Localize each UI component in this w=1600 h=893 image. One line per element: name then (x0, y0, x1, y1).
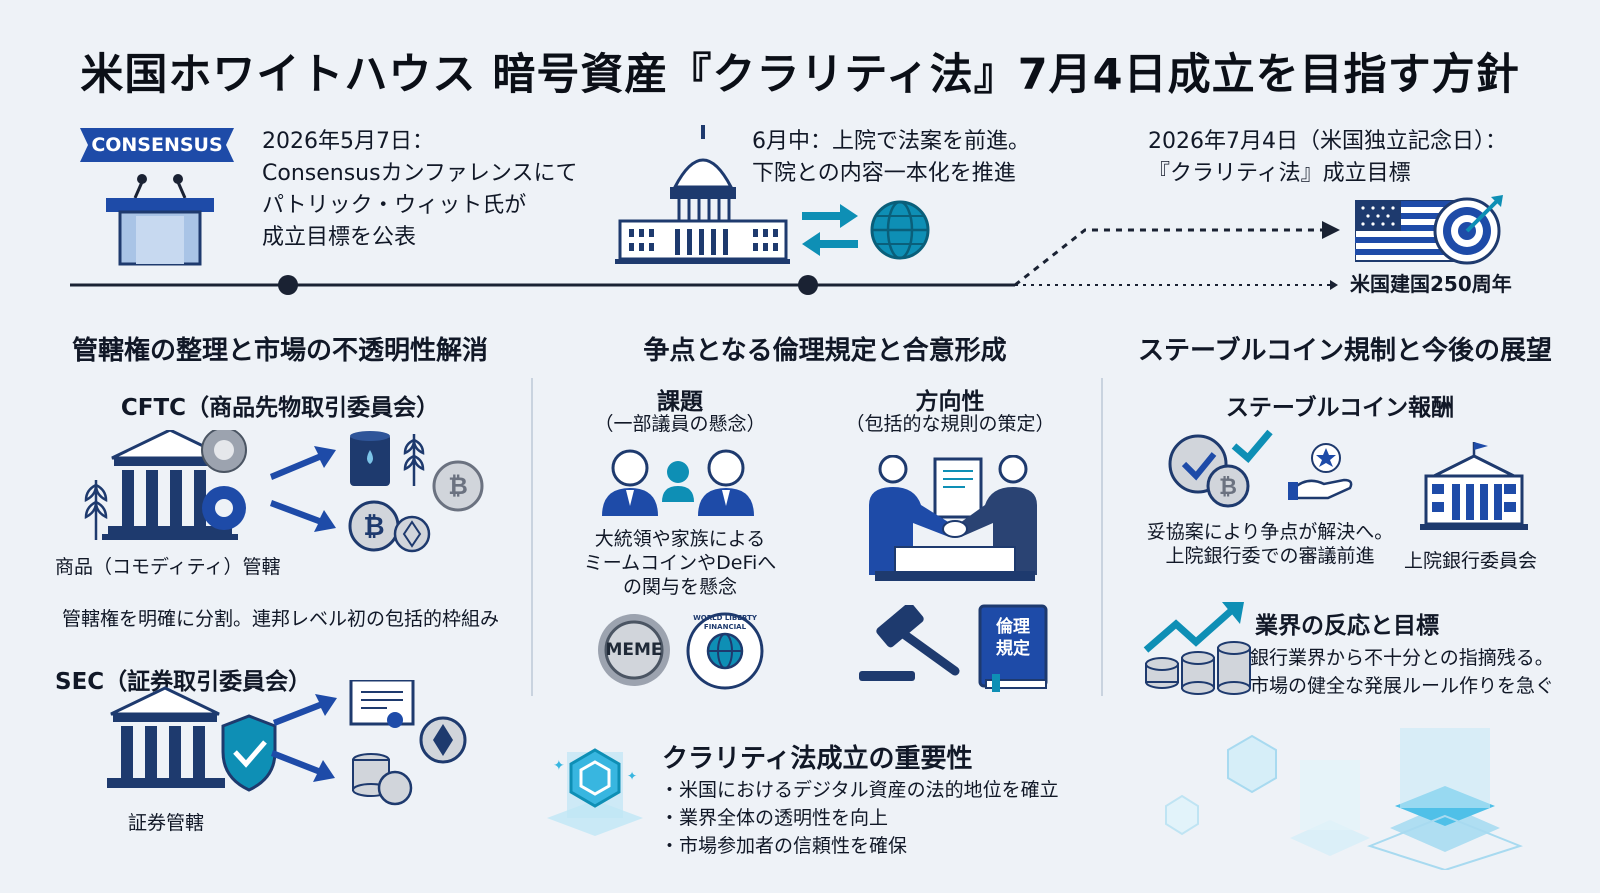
sec-caption: 証券管轄 (128, 812, 205, 834)
industry-line: 銀行業界から不十分との指摘残る。 (1250, 647, 1554, 669)
arrow-icon (271, 694, 337, 782)
split-note: 管轄権を明確に分割。連邦レベル初の包括的枠組み (62, 608, 500, 630)
middle-section-title: 争点となる倫理規定と合意形成 (643, 336, 1007, 366)
page-title: 米国ホワイトハウス 暗号資産『クラリティ法』7月4日成立を目指す方針 (80, 50, 1520, 100)
ethereum-coin-icon (419, 716, 467, 764)
sec-illustration (107, 680, 467, 806)
ethics-book-line: 倫理 (996, 617, 1030, 637)
world-liberty-label: WORLD LIBERTY FINANCIAL (693, 614, 757, 631)
hexagon-chip-icon: ✦ ✦ (547, 748, 643, 836)
podium-icon (106, 174, 214, 266)
capitol-icon (615, 125, 790, 264)
anniversary-label: 米国建国250周年 (1350, 272, 1512, 296)
bank-building-icon (102, 430, 238, 540)
world-liberty-coin-icon: WORLD LIBERTY FINANCIAL (686, 612, 764, 690)
timeline-event-2: 6月中：上院で法案を前進。 下院との内容一本化を推進 (752, 126, 1030, 190)
reward-line: 上院銀行委での審議前進 (1165, 545, 1375, 567)
ethics-book-icon: 倫理 規定 (978, 604, 1050, 692)
issue-description: 大統領や家族による ミームコインやDeFiへ の関与を懸念 (570, 527, 790, 599)
senate-building-icon (1420, 442, 1528, 530)
issue-line: の関与を懸念 (622, 576, 737, 598)
wheat-icon (84, 480, 108, 540)
growth-chart-icon (1143, 602, 1251, 695)
consensus-badge: CONSENSUS (80, 128, 234, 162)
oil-barrel-icon (350, 431, 390, 486)
divider-left (531, 378, 533, 696)
timeline-event-3: 2026年7月4日（米国独立記念日）： 『クラリティ法』成立目標 (1148, 126, 1507, 190)
left-section-title: 管轄権の整理と市場の不透明性解消 (71, 336, 488, 366)
direction-title: 方向性 (915, 389, 985, 415)
coin-stack-icon (352, 753, 413, 806)
issue-line: ミームコインやDeFiへ (583, 552, 777, 574)
shield-check-icon (221, 714, 277, 792)
svg-text:✦: ✦ (627, 769, 637, 783)
wheat-icon (403, 434, 425, 486)
importance-title: クラリティ法成立の重要性 (662, 744, 973, 774)
industry-title: 業界の反応と目標 (1255, 613, 1439, 639)
timeline-event-1: 2026年5月7日： Consensusカンファレンスにて パトリック・ウィット… (262, 126, 577, 254)
svg-text:₿: ₿ (363, 512, 384, 542)
timeline-arrowhead (1322, 221, 1340, 239)
gavel-icon (859, 605, 960, 681)
meme-coin-label: MEME (605, 640, 663, 660)
bitcoin-coin-icon: ₿ (348, 500, 400, 552)
arrow-icon (270, 446, 336, 532)
stablecoin-reward-icon: ₿ (1168, 429, 1353, 508)
event2-line: 6月中：上院で法案を前進。 (752, 129, 1030, 154)
importance-bullets: ・米国におけるデジタル資産の法的地位を確立 ・業界全体の透明性を向上 ・市場参加… (660, 776, 1059, 860)
event1-line: Consensusカンファレンスにて (262, 161, 578, 186)
bitcoin-coin-icon: ₿ (432, 460, 484, 512)
event1-line: 成立目標を公表 (262, 225, 417, 250)
gear-icon (201, 430, 247, 530)
industry-description: 銀行業界から不十分との指摘残る。 市場の健全な発展ルール作りを急ぐ (1250, 644, 1554, 700)
importance-bullet: ・業界全体の透明性を向上 (660, 807, 889, 829)
certificate-icon (349, 680, 415, 728)
industry-line: 市場の健全な発展ルール作りを急ぐ (1250, 675, 1555, 697)
event3-line: 2026年7月4日（米国独立記念日）： (1148, 129, 1507, 154)
people-group-icon (602, 449, 754, 516)
bank-building-icon (107, 686, 225, 788)
sec-title: SEC（証券取引委員会） (55, 669, 312, 695)
event2-line: 下院との内容一本化を推進 (752, 161, 1016, 186)
issue-title: 課題 (657, 389, 703, 415)
timeline-rise-line (1014, 228, 1330, 287)
divider-right (1101, 378, 1103, 696)
event3-line: 『クラリティ法』成立目標 (1148, 161, 1411, 186)
meme-coin-icon: MEME (596, 612, 672, 688)
decorative-hexagons (1165, 728, 1523, 870)
timeline-dot-1 (278, 275, 298, 295)
direction-subtitle: （包括的な規則の策定） (845, 413, 1055, 435)
us-flag-target-icon (1355, 195, 1503, 265)
cftc-caption: 商品（コモディティ）管轄 (55, 556, 281, 578)
svg-text:₿: ₿ (1219, 475, 1237, 500)
issue-line: 大統領や家族による (594, 528, 766, 550)
reward-description: 妥協案により争点が解決へ。 上院銀行委での審議前進 (1140, 520, 1400, 568)
importance-bullet: ・米国におけるデジタル資産の法的地位を確立 (660, 779, 1059, 801)
event1-line: 2026年5月7日： (262, 129, 434, 154)
svg-text:✦: ✦ (553, 758, 565, 774)
handshake-icon (869, 455, 1037, 581)
reward-line: 妥協案により争点が解決へ。 (1146, 521, 1394, 543)
cftc-illustration: ₿ ₿ (84, 430, 484, 553)
ethics-book-line: 規定 (996, 639, 1030, 659)
reward-title: ステーブルコイン報酬 (1225, 395, 1455, 421)
cftc-title: CFTC（商品先物取引委員会） (120, 395, 440, 421)
importance-bullet: ・市場参加者の信頼性を確保 (660, 835, 908, 857)
committee-caption: 上院銀行委員会 (1404, 550, 1538, 572)
consensus-badge-label: CONSENSUS (91, 134, 223, 156)
svg-text:₿: ₿ (448, 472, 468, 500)
event1-line: パトリック・ウィット氏が (262, 193, 527, 218)
issue-subtitle: （一部議員の懸念） (594, 413, 766, 435)
exchange-globe-icon (802, 200, 930, 260)
timeline-dot-2 (798, 275, 818, 295)
ethereum-coin-icon (393, 515, 431, 553)
right-section-title: ステーブルコイン規制と今後の展望 (1138, 336, 1552, 366)
